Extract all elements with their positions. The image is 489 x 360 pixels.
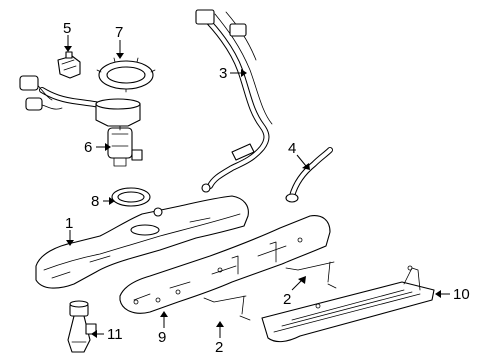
part-strap-lower [203,295,251,321]
callout-leaders [64,35,450,338]
part-skid-plate-front [119,215,331,314]
part-filler-pipe [195,9,273,193]
callout-3: 3 [219,65,227,82]
callout-4: 4 [288,140,296,157]
callout-5: 5 [63,20,71,37]
callout-11: 11 [107,326,123,343]
callout-6: 6 [84,139,92,156]
part-vent-hose [285,147,333,203]
callout-2-upper: 2 [283,291,291,308]
callout-8: 8 [91,193,99,210]
part-connector-clip [57,51,81,79]
part-fuel-tank [35,195,249,289]
part-lock-ring [96,57,156,93]
part-heat-shield [261,265,435,343]
part-gasket [111,187,151,207]
callout-7: 7 [115,24,123,41]
part-fuel-pump-module [19,75,143,167]
callout-labels: 5 7 3 6 8 4 1 2 2 9 10 11 [63,20,470,356]
callout-2-lower: 2 [215,339,223,356]
callout-9: 9 [158,329,166,346]
part-strap-upper [285,261,337,289]
callout-1: 1 [65,215,73,232]
callout-10: 10 [453,286,470,303]
part-sending-unit [67,300,97,353]
